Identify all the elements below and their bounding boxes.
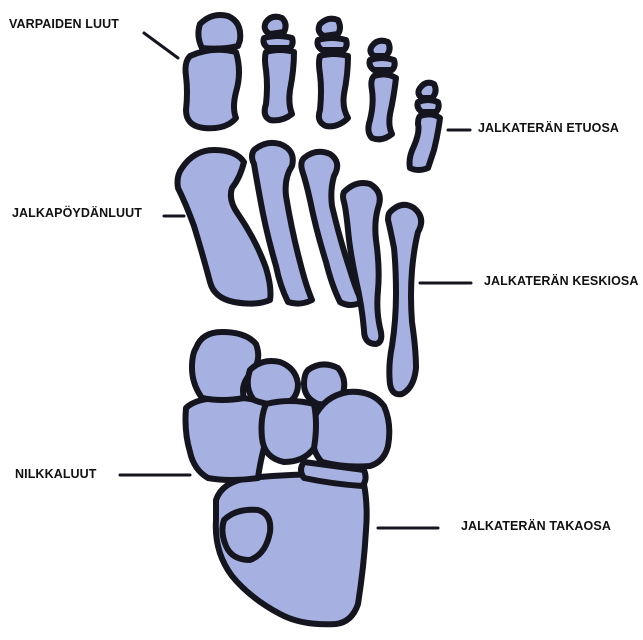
- big-toe-proximal-phalanx: [186, 50, 240, 129]
- fourth-toe-distal-phalanx: [370, 41, 389, 56]
- fourth-toe-middle-phalanx: [370, 58, 395, 70]
- fifth-metatarsal: [388, 205, 421, 394]
- cuboid: [312, 392, 389, 467]
- label-midfoot: JALKATERÄN KESKIOSA: [484, 274, 638, 288]
- label-toes: VARPAIDEN LUUT: [9, 17, 119, 31]
- label-forefoot: JALKATERÄN ETUOSA: [478, 121, 619, 135]
- lateral-cuneiform: [262, 401, 317, 462]
- second-toe-middle-phalanx: [264, 36, 293, 48]
- fifth-toe-distal-phalanx: [418, 83, 435, 98]
- talus: [186, 398, 269, 480]
- fifth-toe-middle-phalanx: [418, 100, 439, 112]
- toe-bones: [186, 15, 441, 170]
- second-toe-distal-phalanx: [265, 17, 286, 34]
- second-toe-proximal-phalanx: [265, 50, 294, 120]
- third-toe-middle-phalanx: [318, 38, 347, 50]
- fourth-toe-proximal-phalanx: [368, 74, 396, 139]
- tarsal-bones: [186, 332, 390, 624]
- third-toe-distal-phalanx: [319, 19, 340, 36]
- label-metatarsals: JALKAPÖYDÄNLUUT: [12, 206, 142, 220]
- medial-cuneiform: [248, 361, 298, 405]
- calcaneus-tuberosity: [222, 510, 270, 560]
- toes-leader-line: [144, 33, 178, 58]
- big-toe-distal-phalanx: [198, 15, 240, 49]
- third-toe-proximal-phalanx: [319, 54, 348, 126]
- label-hindfoot: JALKATERÄN TAKAOSA: [461, 519, 611, 533]
- fifth-toe-proximal-phalanx: [410, 114, 441, 170]
- label-tarsals: NILKKALUUT: [15, 467, 97, 481]
